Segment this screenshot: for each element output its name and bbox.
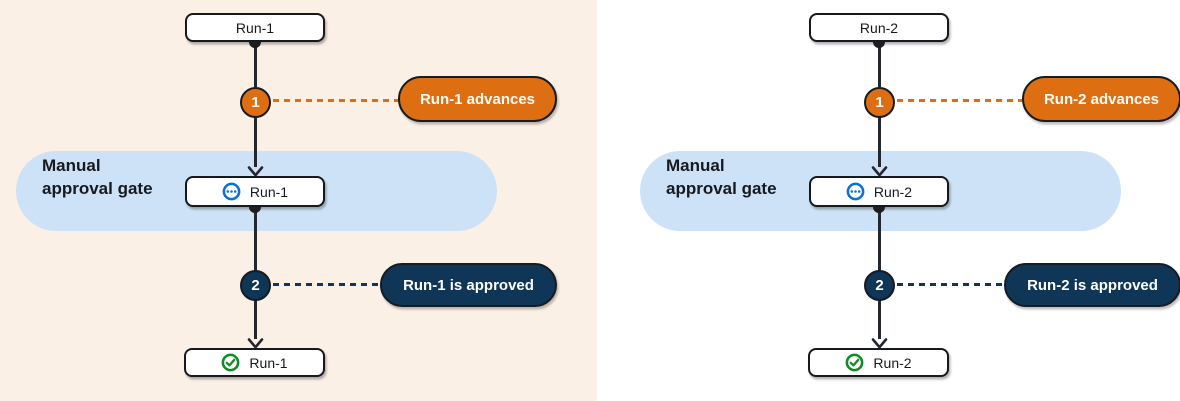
step-1-number: 1 — [875, 94, 884, 111]
approved-run-label: Run-2 — [873, 354, 912, 371]
approved-callout: Run-1 is approved — [380, 263, 557, 307]
step-2-callout-connector — [273, 283, 380, 286]
approved-callout: Run-2 is approved — [1004, 263, 1180, 307]
approved-callout-label: Run-1 is approved — [403, 276, 534, 294]
check-circle-icon — [221, 353, 240, 372]
arrow-head-icon — [247, 164, 264, 182]
pending-approval-node: Run-2 — [809, 176, 949, 207]
connector-line — [878, 42, 881, 87]
arrow-head-icon — [871, 164, 888, 182]
pending-run-label: Run-1 — [249, 183, 289, 200]
step-1-callout-connector — [273, 99, 398, 102]
approved-run-label: Run-1 — [249, 354, 288, 371]
connector-line — [878, 117, 881, 167]
source-run-label: Run-2 — [859, 19, 899, 36]
step-2-marker: 2 — [864, 270, 895, 301]
step-1-number: 1 — [251, 94, 260, 111]
manual-approval-gate-label: Manual approval gate — [666, 156, 777, 198]
arrow-head-icon — [247, 336, 264, 354]
connector-line — [878, 300, 881, 339]
advances-callout-label: Run-1 advances — [419, 90, 536, 108]
pending-run-label: Run-2 — [873, 183, 913, 200]
check-circle-icon — [845, 353, 864, 372]
step-2-marker: 2 — [240, 270, 271, 301]
source-run-node: Run-1 — [185, 13, 325, 42]
connector-line — [254, 207, 257, 271]
advances-callout: Run-2 advances — [1022, 76, 1180, 122]
pending-approval-node: Run-1 — [185, 176, 325, 207]
step-1-callout-connector — [897, 99, 1022, 102]
source-run-label: Run-1 — [235, 19, 275, 36]
source-run-node: Run-2 — [809, 13, 949, 42]
advances-callout: Run-1 advances — [398, 76, 557, 122]
approved-run-node: Run-2 — [808, 348, 949, 377]
step-1-marker: 1 — [240, 87, 271, 118]
step-2-number: 2 — [875, 277, 884, 294]
manual-approval-gate-label: Manual approval gate — [42, 156, 153, 198]
step-2-callout-connector — [897, 283, 1004, 286]
ellipsis-in-circle-icon — [222, 182, 241, 201]
approved-callout-label: Run-2 is approved — [1027, 276, 1158, 294]
advances-callout-label: Run-2 advances — [1043, 90, 1160, 108]
arrow-head-icon — [871, 336, 888, 354]
step-1-marker: 1 — [864, 87, 895, 118]
step-2-number: 2 — [251, 277, 260, 294]
connector-line — [878, 207, 881, 271]
approved-run-node: Run-1 — [184, 348, 325, 377]
connector-line — [254, 42, 257, 87]
connector-line — [254, 117, 257, 167]
connector-line — [254, 300, 257, 339]
ellipsis-in-circle-icon — [846, 182, 865, 201]
